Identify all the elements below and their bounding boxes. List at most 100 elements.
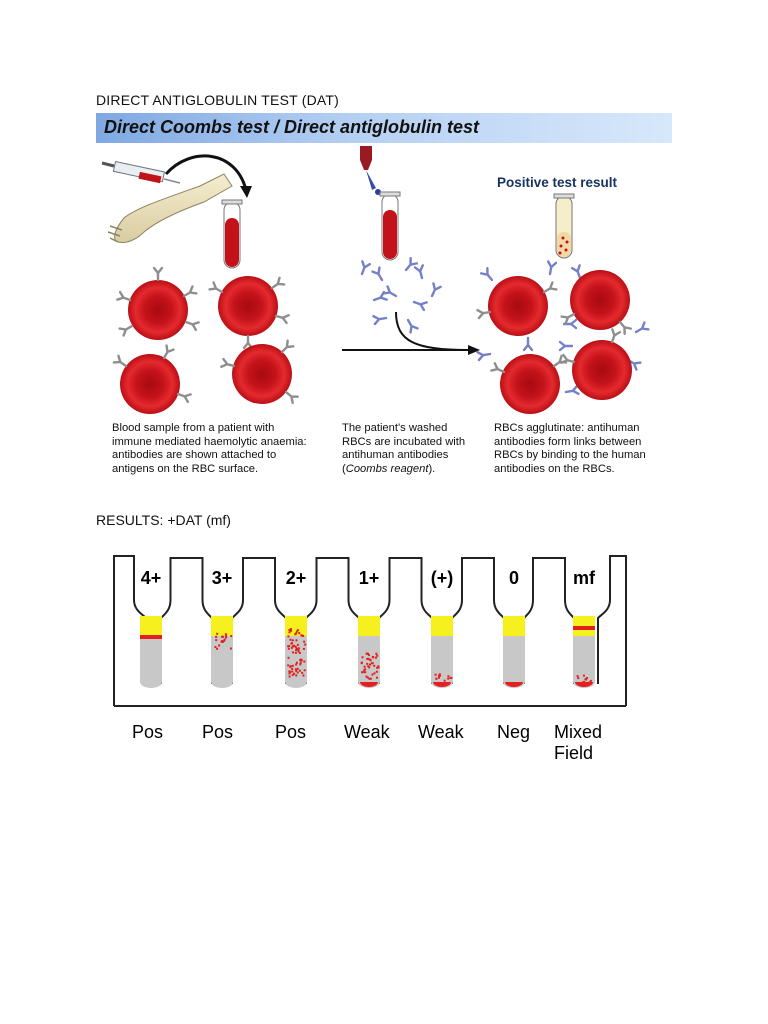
rbc-dot [368, 677, 371, 680]
caption-step1-line: antibodies are shown attached to [112, 449, 277, 462]
rbc-dot [298, 651, 301, 654]
microtube [285, 557, 360, 688]
rbc-dot [438, 673, 441, 676]
rbc-dot [364, 671, 367, 674]
rbc-dot [367, 657, 370, 660]
microtube [573, 616, 595, 688]
rbc-dot [367, 665, 370, 668]
caption-step2-line: (Coombs reagent). [342, 462, 436, 475]
microtube [211, 557, 287, 688]
rbc-dot [583, 680, 586, 683]
rbc-dot [437, 676, 440, 679]
coombs-reagent-term: Coombs reagent [345, 462, 429, 475]
rbc-dot [299, 663, 302, 666]
pellet [575, 682, 593, 687]
rbc-dot [434, 673, 437, 676]
incubation-arrow [395, 311, 469, 351]
rbc-dot [443, 679, 446, 682]
rbc-dot [291, 639, 294, 642]
result-label: Pos [202, 722, 234, 742]
microtube [358, 557, 433, 688]
rbc-dot [370, 662, 373, 665]
pellet [505, 682, 523, 687]
rbc-dot [294, 633, 297, 636]
figure-title: Direct Coombs test / Direct antiglobulin… [104, 117, 480, 137]
rbc-dot [576, 675, 579, 678]
caption-step3: RBCs agglutinate: antihuman antibodies f… [494, 422, 674, 476]
rbc-dot [376, 666, 379, 669]
well-divider [523, 557, 575, 684]
reagent-band [358, 616, 380, 636]
antihuman-antibodies [357, 257, 442, 334]
rbc-dot [303, 640, 306, 643]
grade-label: 3+ [212, 568, 233, 588]
rbc-dot [371, 673, 374, 676]
rbc-dot [362, 670, 365, 673]
rbc-dot [290, 642, 293, 645]
rbc-dot [220, 640, 223, 643]
rbc-dot [377, 665, 380, 668]
illustration-svg [101, 146, 650, 414]
pellet [360, 682, 378, 687]
rbc-dot [293, 672, 296, 675]
caption-step2: The patient's washed RBCs are incubated … [342, 422, 492, 476]
well-divider [305, 557, 360, 684]
rbc-dot [295, 661, 298, 664]
arm-illustration [107, 173, 233, 243]
caption-step1-line: antigens on the RBC surface. [112, 462, 259, 475]
rbc-dot [363, 665, 366, 668]
rbc-dot [297, 650, 300, 653]
well-divider [160, 557, 213, 684]
rbc-dot [297, 647, 300, 650]
rbc-dot [377, 666, 380, 669]
reagent-band [431, 616, 453, 636]
rbc-dot [368, 666, 371, 669]
rbc-dot [369, 659, 372, 662]
rbc-dot [435, 677, 438, 680]
rbc-dot [216, 647, 219, 650]
grade-label: 2+ [286, 568, 307, 588]
positive-result-label: Positive test result [497, 175, 618, 190]
rbc-dot [584, 678, 587, 681]
rbc-dot [291, 664, 294, 667]
grade-label: 0 [509, 568, 519, 588]
blood-tube-icon [221, 199, 243, 269]
microtube [140, 557, 213, 688]
rbc-dot [295, 649, 298, 652]
rbc-dot [291, 670, 294, 673]
rbc-dot [296, 671, 299, 674]
rbc-dot [289, 628, 292, 631]
rbc-dot [229, 647, 232, 650]
rbc-dot [366, 676, 369, 679]
rbc-dot [223, 638, 226, 641]
reagent-band [140, 616, 162, 636]
transfer-arrow [164, 154, 248, 191]
rbc-dot [301, 671, 304, 674]
caption-step3-line: RBCs by binding to the human [494, 449, 646, 462]
rbc-dot [221, 635, 224, 638]
caption-step2-line: antihuman antibodies [342, 449, 449, 462]
rbc-dot [366, 662, 369, 665]
rbc-dot [295, 669, 298, 672]
caption-step2-line: The patient's washed [342, 422, 448, 434]
rbc-dot [294, 651, 297, 654]
well-divider [378, 557, 433, 684]
well-divider [231, 557, 287, 684]
rbc-dot [230, 635, 233, 638]
agglutinate-line [573, 626, 595, 630]
result-label: Weak [344, 722, 390, 742]
microtube [503, 557, 575, 688]
results-heading: RESULTS: +DAT (mf) [96, 512, 231, 528]
rbc-dot [361, 656, 364, 659]
rbc-dot [375, 676, 378, 679]
rbc-dot [302, 674, 305, 677]
rbc-dot [367, 652, 370, 655]
rbc-dot [287, 647, 290, 650]
rbc-dot [292, 651, 295, 654]
result-label: Weak [418, 722, 464, 742]
grade-label: mf [573, 568, 596, 588]
rbc-dot [215, 635, 218, 638]
rbc-dot [288, 675, 291, 678]
rbc-dot [225, 634, 228, 637]
